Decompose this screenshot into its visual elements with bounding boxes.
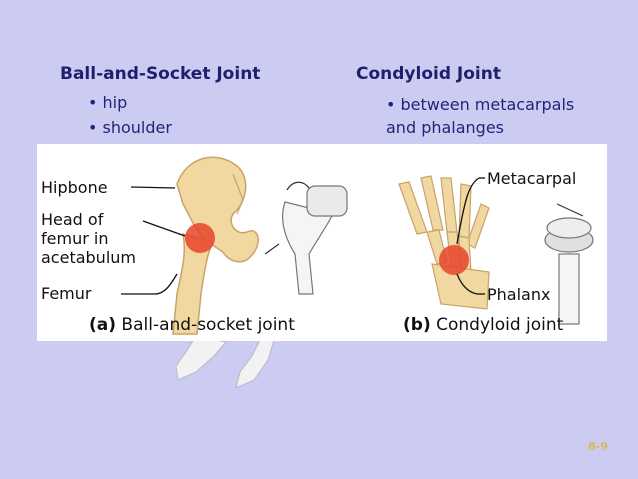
femur-head-highlight [185,223,215,253]
bullet-hip: • hip [88,93,128,112]
label-hipbone: Hipbone [41,178,108,197]
joint-illustration [121,156,594,335]
slide-number: 8-9 [588,440,608,453]
femur-shape [172,232,215,335]
joint-illustration-panel: Hipbone Head of femur in acetabulum Femu… [37,144,607,341]
condyloid-joint-highlight [439,245,469,275]
label-femur: Femur [41,284,92,303]
caption-b-letter: (b) [403,315,431,335]
label-femur-in: femur in [41,229,109,248]
condyloid-schematic [558,253,580,325]
right-column-title: Condyloid Joint [356,64,501,84]
caption-b-text: Condyloid joint [430,315,564,335]
label-head-of: Head of [41,210,104,229]
caption-a-letter: (a) [89,315,117,335]
left-column-title: Ball-and-Socket Joint [60,64,261,84]
bullet-shoulder: • shoulder [88,118,172,137]
hand-bones-shape [398,175,490,310]
label-metacarpal: Metacarpal [487,169,577,188]
bullet-metacarpals: • between metacarpals [386,95,575,114]
bullet-phalanges: and phalanges [386,118,505,137]
caption-a-text: Ball-and-socket joint [116,315,295,335]
label-phalanx: Phalanx [487,285,551,304]
socket-schematic [282,201,334,295]
caption-a: (a) Ball-and-socket joint [89,315,295,335]
caption-b: (b) Condyloid joint [403,315,563,335]
label-acetabulum: acetabulum [41,248,136,267]
